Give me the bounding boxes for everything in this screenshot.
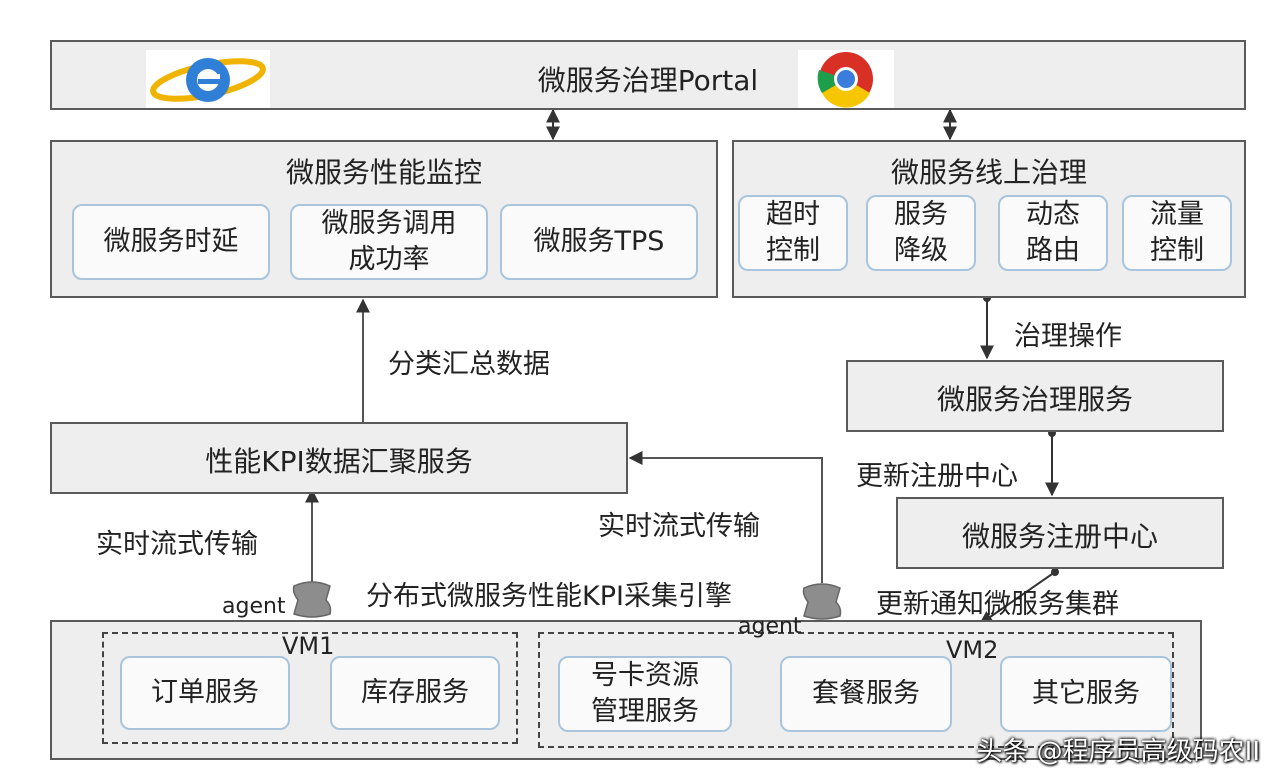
vm1-group bbox=[102, 632, 518, 744]
ie-browser-icon bbox=[146, 50, 270, 108]
monitor-item-tps: 微服务TPS bbox=[500, 204, 698, 280]
online-item-routing: 动态 路由 bbox=[998, 195, 1108, 271]
governance-service-box: 微服务治理服务 bbox=[846, 360, 1224, 432]
vm2-item-other: 其它服务 bbox=[1000, 656, 1172, 732]
governance-service-title: 微服务治理服务 bbox=[936, 383, 1133, 416]
monitor-item-success-rate: 微服务调用 成功率 bbox=[290, 204, 488, 280]
portal-title: 微服务治理Portal bbox=[537, 64, 759, 97]
kpi-aggregation-title: 性能KPI数据汇聚服务 bbox=[205, 445, 473, 478]
stream-right-label: 实时流式传输 bbox=[598, 511, 760, 542]
kpi-aggregation-box: 性能KPI数据汇聚服务 bbox=[50, 422, 628, 494]
update-registry-label: 更新注册中心 bbox=[856, 461, 1018, 492]
agent-probe-icon bbox=[292, 581, 332, 618]
vm1-label: VM1 bbox=[282, 632, 335, 660]
agent-right-kpi-arrow bbox=[628, 451, 823, 583]
agent-probe-icon bbox=[802, 583, 842, 620]
online-governance-title: 微服务线上治理 bbox=[890, 156, 1087, 189]
vm2-label: VM2 bbox=[946, 636, 999, 664]
summary-data-label: 分类汇总数据 bbox=[388, 349, 550, 380]
vm2-group bbox=[538, 632, 1174, 748]
stream-left-label: 实时流式传输 bbox=[96, 529, 258, 560]
governance-op-label: 治理操作 bbox=[1014, 321, 1122, 352]
notify-cluster-label: 更新通知微服务集群 bbox=[876, 589, 1119, 620]
chrome-browser-icon bbox=[798, 50, 894, 108]
online-item-timeout: 超时 控制 bbox=[738, 195, 848, 271]
registry-title: 微服务注册中心 bbox=[961, 520, 1158, 553]
performance-monitor-title: 微服务性能监控 bbox=[285, 156, 482, 189]
agent-label-left: agent bbox=[222, 594, 286, 619]
kpi-engine-title: 分布式微服务性能KPI采集引擎 bbox=[366, 581, 732, 612]
vm1-item-order: 订单服务 bbox=[120, 656, 290, 730]
agent-label-right: agent bbox=[738, 614, 802, 639]
registry-box: 微服务注册中心 bbox=[896, 497, 1224, 569]
registry-cluster-arrow bbox=[978, 571, 1056, 625]
vm2-item-package: 套餐服务 bbox=[780, 656, 952, 732]
vm2-item-number-card: 号卡资源 管理服务 bbox=[558, 656, 732, 732]
monitor-item-latency: 微服务时延 bbox=[72, 204, 270, 280]
vm1-item-inventory: 库存服务 bbox=[330, 656, 500, 730]
online-item-flow-control: 流量 控制 bbox=[1122, 195, 1232, 271]
online-item-degrade: 服务 降级 bbox=[866, 195, 976, 271]
watermark: 头条 @程序员高级码农II bbox=[976, 737, 1260, 767]
